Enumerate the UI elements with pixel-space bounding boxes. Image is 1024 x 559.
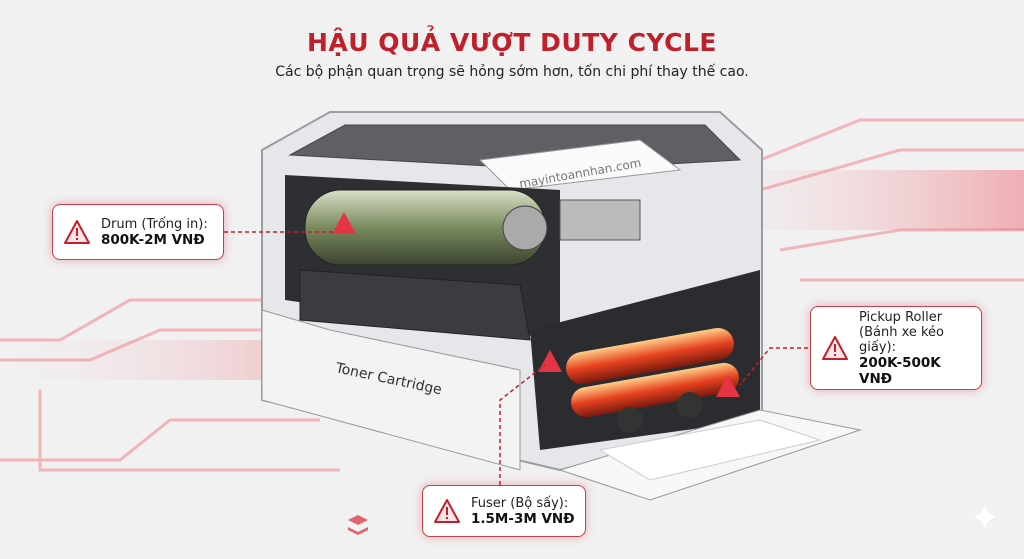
- layers-icon: [348, 515, 368, 535]
- connector-lines: [224, 231, 808, 485]
- callout-label: Drum (Trống in):: [101, 216, 208, 232]
- toner-cartridge: [299, 269, 531, 341]
- callout-pickup-roller: Pickup Roller (Bánh xe kéo giấy):200K-50…: [810, 306, 982, 390]
- warning-triangle-icon: [434, 499, 460, 523]
- fuser-roller-1: [566, 328, 734, 384]
- printer-body: mayintoannhan.com Toner Cartridge: [261, 111, 862, 501]
- callout-cost: 800K-2M VNĐ: [101, 231, 205, 248]
- page-title: HẬU QUẢ VƯỢT DUTY CYCLE: [306, 28, 718, 57]
- callout-cost: 200K-500K VNĐ: [859, 354, 941, 387]
- callout-fuser: Fuser (Bộ sấy):1.5M-3M VNĐ: [422, 485, 586, 537]
- callout-cost: 1.5M-3M VNĐ: [471, 510, 575, 527]
- fuser-roller-2: [571, 362, 739, 418]
- sparkle-icon: [973, 505, 997, 529]
- warning-triangle-icon: [822, 336, 848, 360]
- callout-label: Fuser (Bộ sấy):: [471, 495, 569, 511]
- callout-label: Pickup Roller (Bánh xe kéo giấy):: [859, 309, 945, 355]
- callout-drum: Drum (Trống in):800K-2M VNĐ: [52, 204, 224, 260]
- warning-triangle-icon: [64, 220, 90, 244]
- page-subtitle: Các bộ phận quan trọng sẽ hỏng sớm hơn, …: [275, 64, 749, 80]
